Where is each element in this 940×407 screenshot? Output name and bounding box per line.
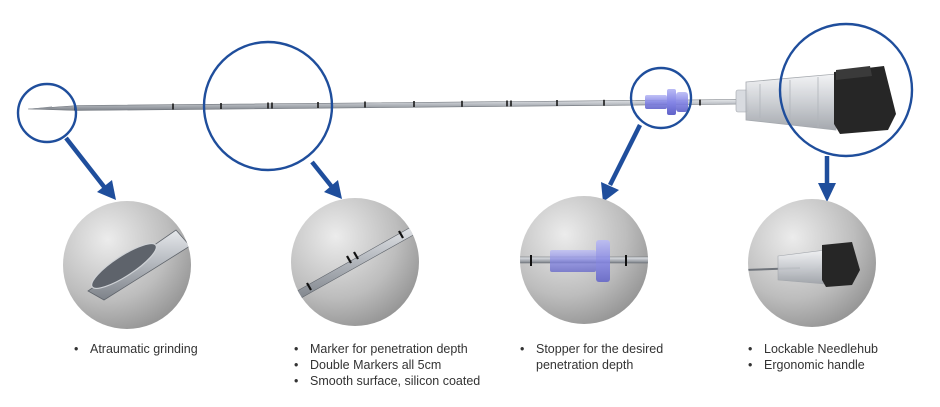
stopper [645, 89, 688, 115]
zoom-circles [16, 22, 914, 172]
zoom-arrows [64, 123, 836, 202]
feature-item: Atraumatic grinding [70, 341, 240, 357]
feature-list-marker: Marker for penetration depth Double Mark… [290, 341, 510, 389]
arrow-tip [64, 136, 107, 190]
arrow-stopper [607, 123, 643, 187]
depth-markers [74, 99, 701, 111]
detail-view-stopper [520, 196, 648, 324]
zoom-circle-marker [202, 40, 334, 172]
feature-item: Lockable Needlehub [744, 341, 914, 357]
feature-item: Double Markers all 5cm [290, 357, 510, 373]
feature-list-stopper: Stopper for the desired penetration dept… [516, 341, 686, 373]
zoom-circle-tip [16, 82, 78, 144]
zoom-circle-stopper [629, 66, 693, 130]
detail-view-tip [63, 201, 191, 329]
zoom-circle-hub [778, 22, 914, 158]
needle-hub [735, 66, 896, 134]
arrow-marker [310, 160, 334, 189]
feature-item: Smooth surface, silicon coated [290, 373, 510, 389]
feature-list-tip: Atraumatic grinding [70, 341, 240, 357]
feature-list-hub: Lockable Needlehub Ergonomic handle [744, 341, 914, 373]
feature-item: Stopper for the desired penetration dept… [516, 341, 686, 373]
detail-view-hub [748, 199, 876, 327]
feature-item: Marker for penetration depth [290, 341, 510, 357]
needle-shaft [27, 99, 743, 111]
feature-item: Ergonomic handle [744, 357, 914, 373]
detail-view-marker [291, 198, 419, 326]
